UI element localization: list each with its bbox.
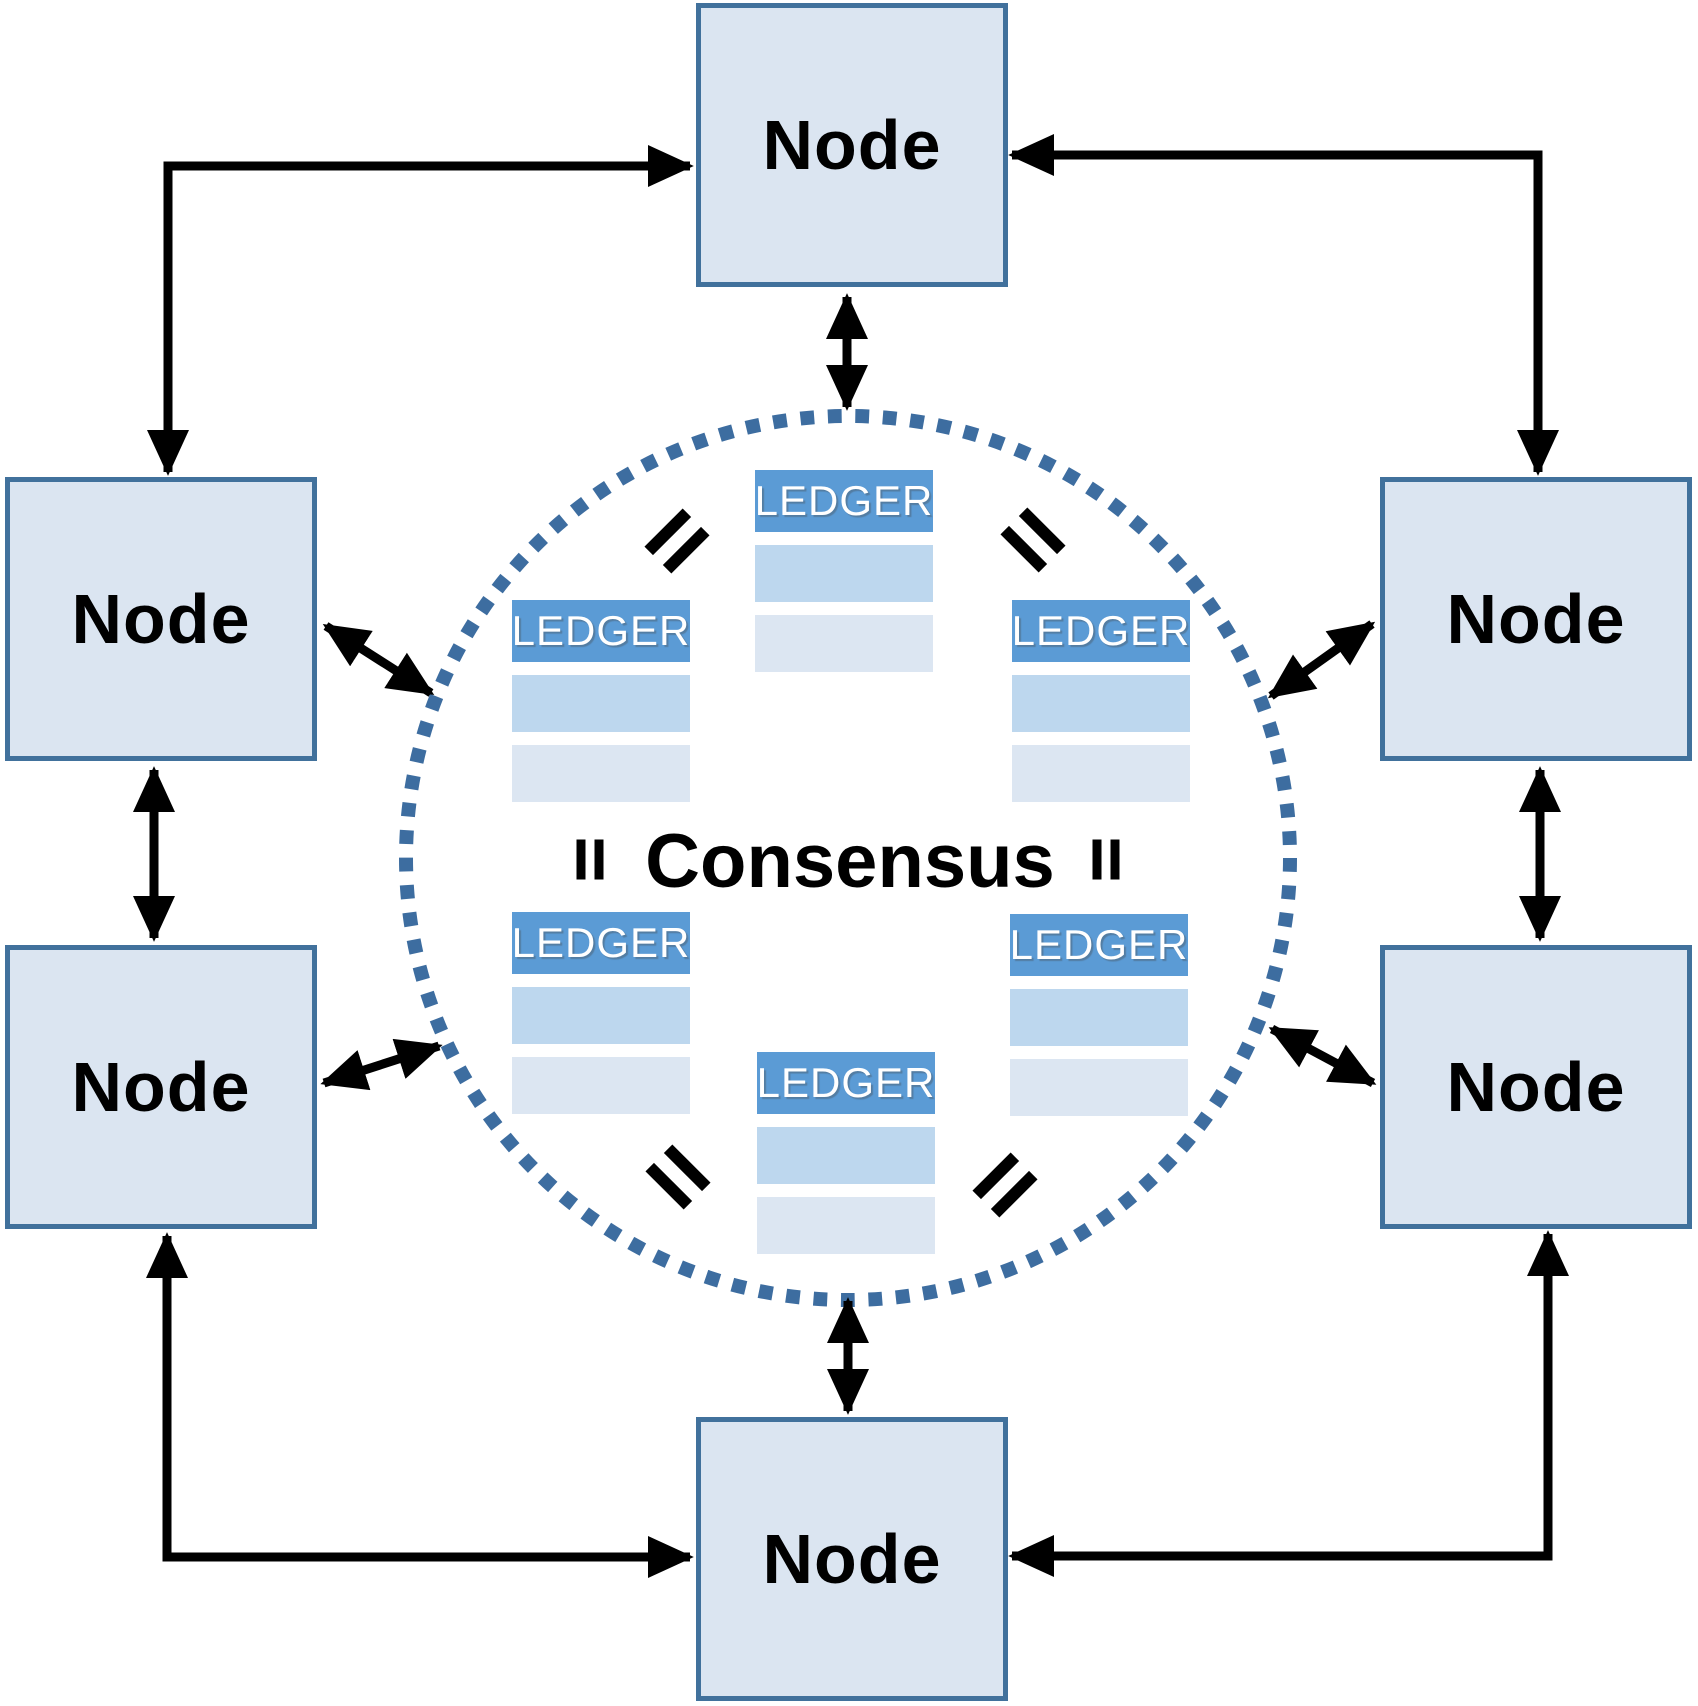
node-box-upper-left: Node — [5, 477, 317, 761]
ledger-row — [1010, 1059, 1188, 1116]
ledger-upper-left: LEDGER — [512, 600, 690, 802]
ledger-lower-right: LEDGER — [1010, 914, 1188, 1116]
ledger-row — [512, 745, 690, 802]
ledger-row — [1012, 675, 1190, 732]
arrow-upperleftnode-circle — [322, 622, 435, 697]
ledger-row — [1010, 989, 1188, 1046]
ledger-row — [512, 675, 690, 732]
ledger-title: LEDGER — [757, 1052, 935, 1114]
ledger-row — [755, 545, 933, 602]
node-label: Node — [71, 1048, 251, 1126]
arrow-elbow-topright — [1008, 134, 1559, 476]
ledger-row — [757, 1127, 935, 1184]
consensus-label: Consensus — [645, 819, 1055, 904]
ledger-title: LEDGER — [512, 912, 690, 974]
ledger-title: LEDGER — [755, 470, 933, 532]
equals-icon-mid-left — [576, 839, 604, 880]
arrow-elbow-topleft — [147, 145, 694, 476]
node-label: Node — [762, 1520, 942, 1598]
ledger-title: LEDGER — [1010, 914, 1188, 976]
node-box-lower-right: Node — [1380, 945, 1692, 1229]
arrow-upperrightnode-circle — [1267, 620, 1376, 700]
equals-icon-mid-right — [1092, 839, 1120, 880]
ledger-upper-right: LEDGER — [1012, 600, 1190, 802]
node-label: Node — [1446, 1048, 1626, 1126]
node-box-upper-right: Node — [1380, 477, 1692, 761]
ledger-row — [757, 1197, 935, 1254]
ledger-top-center: LEDGER — [755, 470, 933, 672]
ledger-title: LEDGER — [1012, 600, 1190, 662]
arrow-lowerrightnode-circle — [1268, 1025, 1377, 1087]
arrow-elbow-bottomright — [1008, 1230, 1569, 1577]
node-label: Node — [762, 106, 942, 184]
node-box-top: Node — [696, 3, 1008, 287]
arrow-elbow-bottomleft — [146, 1232, 694, 1578]
ledger-lower-left: LEDGER — [512, 912, 690, 1114]
node-box-bottom: Node — [696, 1417, 1008, 1701]
ledger-row — [512, 987, 690, 1044]
ledger-bottom-center: LEDGER — [757, 1052, 935, 1254]
ledger-row — [512, 1057, 690, 1114]
node-label: Node — [1446, 580, 1626, 658]
ledger-row — [1012, 745, 1190, 802]
ledger-title: LEDGER — [512, 600, 690, 662]
arrow-lowerleftnode-circle — [320, 1038, 443, 1091]
ledger-row — [755, 615, 933, 672]
node-label: Node — [71, 580, 251, 658]
node-box-lower-left: Node — [5, 945, 317, 1229]
